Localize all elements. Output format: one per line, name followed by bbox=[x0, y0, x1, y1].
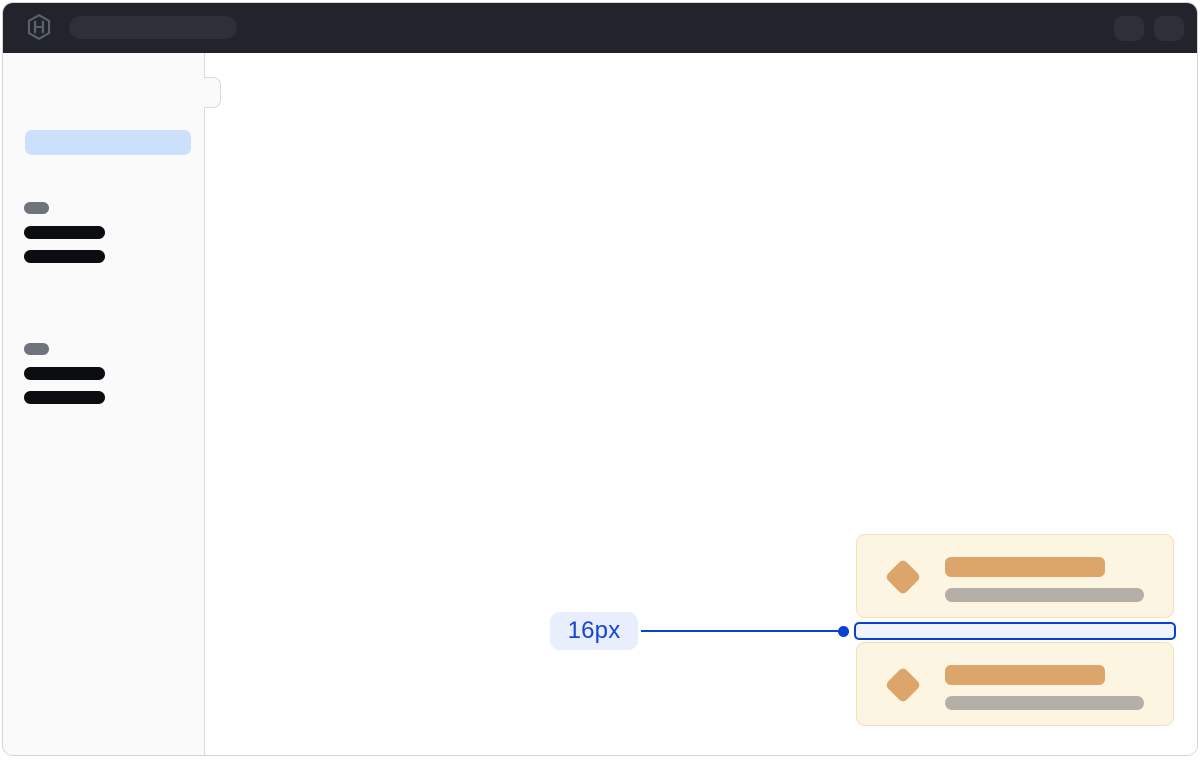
card[interactable] bbox=[856, 642, 1174, 726]
sidebar-section-label-placeholder bbox=[24, 202, 49, 214]
sidebar-nav-item-placeholder[interactable] bbox=[24, 367, 105, 380]
topbar-action-placeholder[interactable] bbox=[1154, 16, 1184, 41]
annotation-leader-line bbox=[641, 629, 843, 632]
spacing-label: 16px bbox=[550, 612, 638, 650]
annotation-dot bbox=[837, 625, 849, 637]
search-input-placeholder[interactable] bbox=[69, 16, 237, 39]
sidebar-collapse-tab[interactable] bbox=[204, 77, 221, 108]
card-title-placeholder bbox=[945, 665, 1105, 685]
topbar bbox=[3, 3, 1197, 53]
card-subtitle-placeholder bbox=[945, 696, 1144, 710]
sidebar-nav-item-placeholder[interactable] bbox=[24, 391, 105, 404]
sidebar bbox=[3, 53, 205, 755]
diamond-icon bbox=[884, 558, 922, 596]
spacing-gap-highlight bbox=[854, 622, 1176, 640]
sidebar-nav-item-placeholder[interactable] bbox=[24, 250, 105, 263]
sidebar-active-item-placeholder[interactable] bbox=[25, 130, 191, 155]
card[interactable] bbox=[856, 534, 1174, 618]
hashicorp-logo-icon bbox=[25, 13, 53, 41]
sidebar-nav-item-placeholder[interactable] bbox=[24, 226, 105, 239]
sidebar-section-label-placeholder bbox=[24, 343, 49, 355]
card-title-placeholder bbox=[945, 557, 1105, 577]
card-subtitle-placeholder bbox=[945, 588, 1144, 602]
topbar-action-placeholder[interactable] bbox=[1114, 16, 1144, 41]
diamond-icon bbox=[884, 666, 922, 704]
